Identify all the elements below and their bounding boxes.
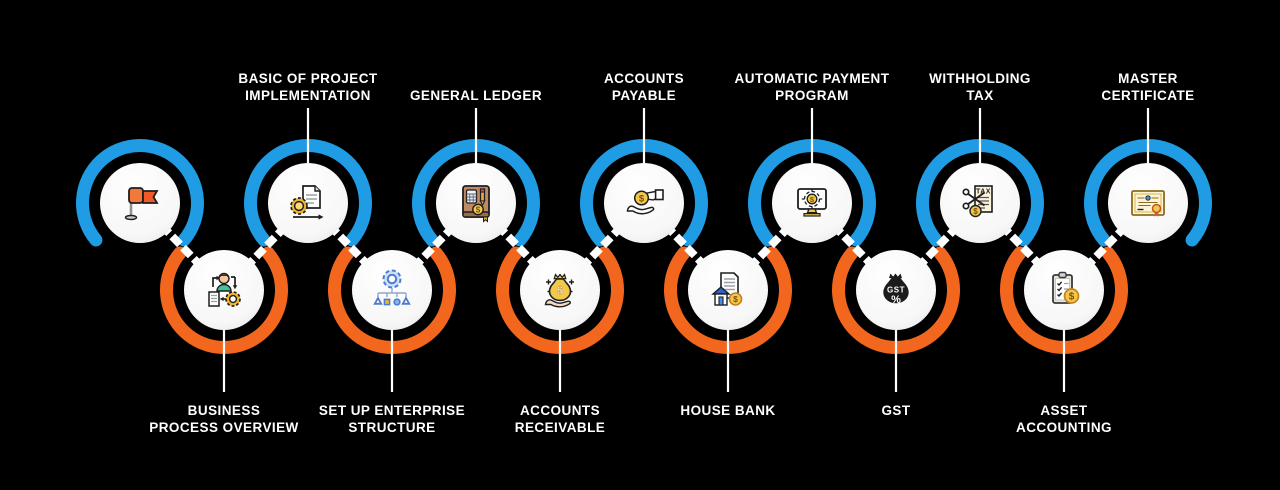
node-circle [772, 163, 852, 243]
node-label-general-ledger: GENERAL LEDGER [410, 87, 542, 104]
label-line: CERTIFICATE [1101, 88, 1195, 103]
label-line: AUTOMATIC PAYMENT [734, 71, 890, 86]
label-lines-layer [222, 108, 1150, 392]
label-line: SET UP ENTERPRISE [318, 403, 466, 418]
node-circle [352, 250, 432, 330]
node-circle [436, 163, 516, 243]
node-label-set-up-enterprise-structure: SET UP ENTERPRISE STRUCTURE [319, 402, 465, 436]
label-line: BUSINESS [187, 403, 261, 418]
node-circle [100, 163, 180, 243]
label-line: PROCESS OVERVIEW [149, 420, 299, 435]
node-label-accounts-receivable: ACCOUNTS RECEIVABLE [515, 402, 606, 436]
label-line: RECEIVABLE [514, 420, 606, 435]
label-line: PAYABLE [611, 88, 677, 103]
label-line: ACCOUNTS [603, 71, 685, 86]
label-line: WITHHOLDING [929, 71, 1031, 86]
node-circle [268, 163, 348, 243]
node-label-asset-accounting: ASSET ACCOUNTING [1016, 402, 1112, 436]
node-circle [520, 250, 600, 330]
label-line: ASSET [1040, 403, 1088, 418]
node-circle [604, 163, 684, 243]
label-line: ACCOUNTING [1016, 420, 1112, 435]
node-label-house-bank: HOUSE BANK [680, 402, 775, 419]
label-line: ACCOUNTS [519, 403, 601, 418]
node-circle [688, 250, 768, 330]
label-line: STRUCTURE [348, 420, 436, 435]
label-line: IMPLEMENTATION [245, 88, 371, 103]
node-circle [1024, 250, 1104, 330]
node-circle [184, 250, 264, 330]
label-line: PROGRAM [775, 88, 849, 103]
label-line: MASTER [1118, 71, 1178, 86]
node-label-automatic-payment-program: AUTOMATIC PAYMENT PROGRAM [735, 70, 890, 104]
label-line: GST [881, 403, 911, 418]
node-label-business-process-overview: BUSINESS PROCESS OVERVIEW [149, 402, 298, 436]
node-label-gst: GST [881, 402, 910, 419]
node-label-basic-of-project-implementation: BASIC OF PROJECT IMPLEMENTATION [238, 70, 377, 104]
label-line: TAX [966, 88, 994, 103]
node-circle [856, 250, 936, 330]
node-label-accounts-payable: ACCOUNTS PAYABLE [604, 70, 684, 104]
node-label-master-certificate: MASTER CERTIFICATE [1101, 70, 1194, 104]
label-line: GENERAL LEDGER [409, 88, 543, 103]
node-label-withholding-tax: WITHHOLDING TAX [929, 70, 1031, 104]
node-circle [940, 163, 1020, 243]
blue-ring-arc [76, 139, 204, 247]
node-circle [1108, 163, 1188, 243]
label-line: HOUSE BANK [680, 403, 776, 418]
label-line: BASIC OF PROJECT [238, 71, 378, 86]
